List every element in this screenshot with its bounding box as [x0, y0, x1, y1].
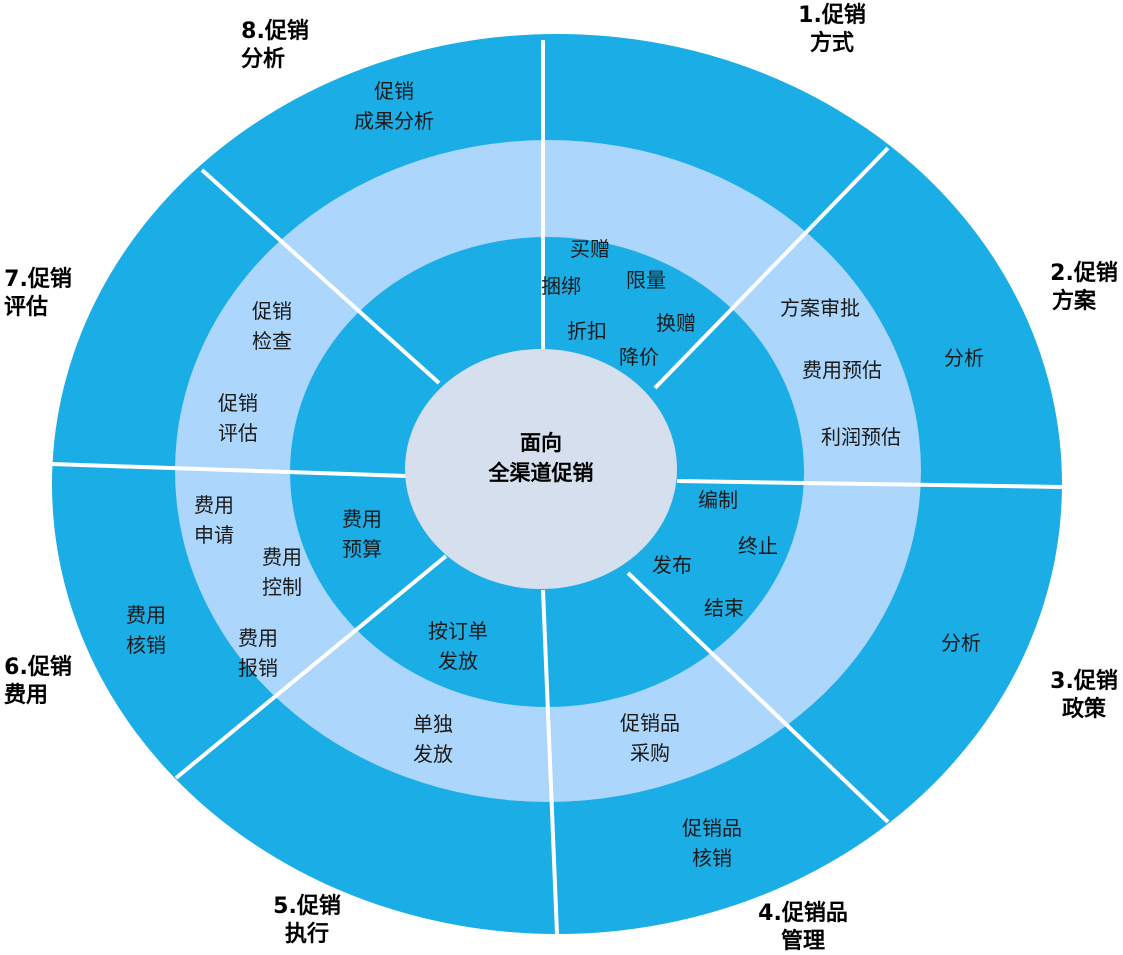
- item-fangan-shenpi: 方案审批: [780, 296, 860, 320]
- divider-1-2: [653, 146, 890, 390]
- item-feiyong-yusuan-line2: 预算: [342, 537, 382, 561]
- item-andingdan-line1: 按订单: [428, 619, 488, 643]
- item-cuxiaopin-caigou-line1: 促销品: [620, 711, 680, 735]
- item-jieshu: 结束: [704, 596, 744, 620]
- segment-label-2: 2.促销 方案: [1050, 261, 1118, 314]
- item-kunbang: 捆绑: [541, 274, 581, 298]
- divider-2-3: [676, 479, 1063, 489]
- item-feiyong-yugu: 费用预估: [802, 358, 882, 382]
- item-andingdan-line2: 发放: [438, 649, 478, 673]
- segment-label-7-line2: 评估: [4, 295, 48, 320]
- segment-label-2-line2: 方案: [1052, 288, 1097, 314]
- divider-7-8: [200, 168, 441, 385]
- segment-label-6-line1: 6.促销: [4, 655, 72, 680]
- center-title-line1: 面向: [520, 431, 562, 455]
- segment-label-4-line2: 管理: [781, 928, 825, 954]
- item-feiyong-hexiao-line1: 费用: [126, 603, 166, 627]
- segment-label-8-line2: 分析: [241, 47, 285, 72]
- segment-label-1-line1: 1.促销: [798, 3, 866, 28]
- center-disc: [405, 349, 677, 589]
- segment-label-5-line1: 5.促销: [273, 894, 341, 919]
- item-feiyong-hexiao-line2: 核销: [126, 633, 166, 657]
- center-title-line2: 全渠道促销: [488, 461, 594, 485]
- segment-label-1-line2: 方式: [810, 30, 854, 56]
- item-maizeng: 买赠: [570, 237, 610, 261]
- item-feiyong-shenqing-line1: 费用: [194, 493, 234, 517]
- item-chengguo-line1: 促销: [374, 79, 414, 103]
- item-cuxiao-jiancha-line1: 促销: [252, 299, 292, 323]
- divider-5-6: [174, 554, 448, 780]
- segment-label-5-line2: 执行: [285, 921, 329, 947]
- item-feiyong-yusuan-line1: 费用: [342, 507, 382, 531]
- item-jiangjia: 降价: [619, 345, 659, 369]
- item-feiyong-kongzhi-line1: 费用: [262, 545, 302, 569]
- divider-4-5: [541, 589, 559, 935]
- divider-3-4: [626, 571, 890, 824]
- segment-label-8-line1: 8.促销: [241, 19, 309, 44]
- segment-label-5: 5.促销 执行: [273, 894, 341, 947]
- segment-label-2-line1: 2.促销: [1050, 261, 1118, 286]
- segment-label-7-line1: 7.促销: [4, 267, 72, 292]
- item-dandu-line2: 发放: [413, 742, 453, 766]
- segment-label-6-line2: 费用: [4, 683, 48, 708]
- item-cuxiaopin-hexiao-line2: 核销: [692, 846, 732, 870]
- item-cuxiaopin-hexiao-line1: 促销品: [682, 816, 742, 840]
- item-feiyong-kongzhi-line2: 控制: [262, 575, 302, 599]
- item-zhongzhi: 终止: [738, 534, 778, 558]
- item-feiyong-baoxiao-line1: 费用: [238, 626, 278, 650]
- item-dandu-line1: 单独: [413, 712, 453, 736]
- item-zhekou: 折扣: [567, 319, 607, 343]
- segment-label-8: 8.促销 分析: [241, 19, 309, 72]
- segment-dividers: [51, 40, 1063, 935]
- segment-label-6: 6.促销 费用: [4, 655, 72, 708]
- item-huanzeng: 换赠: [656, 311, 696, 335]
- segment-label-3-line2: 政策: [1062, 696, 1107, 722]
- item-lirun-yugu: 利润预估: [821, 425, 901, 449]
- item-bianzhi: 编制: [698, 488, 738, 512]
- item-cuxiaopin-caigou-line2: 采购: [630, 741, 670, 765]
- divider-6-7: [51, 462, 408, 478]
- item-feiyong-shenqing-line2: 申请: [194, 523, 234, 547]
- item-chengguo-line2: 成果分析: [354, 109, 434, 133]
- item-cuxiao-pinggu-line2: 评估: [218, 421, 258, 445]
- item-s3-fenxi: 分析: [941, 631, 981, 655]
- item-s2-fenxi: 分析: [944, 346, 984, 370]
- segment-label-3-line1: 3.促销: [1050, 669, 1118, 694]
- segment-label-4-line1: 4.促销品: [758, 901, 848, 926]
- item-xianliang: 限量: [626, 268, 666, 292]
- segment-label-3: 3.促销 政策: [1050, 669, 1118, 722]
- segment-label-1: 1.促销 方式: [798, 3, 866, 56]
- item-cuxiao-jiancha-line2: 检查: [252, 329, 292, 353]
- item-cuxiao-pinggu-line1: 促销: [218, 391, 258, 415]
- segment-label-4: 4.促销品 管理: [758, 901, 848, 954]
- segment-label-7: 7.促销 评估: [4, 267, 72, 320]
- item-feiyong-baoxiao-line2: 报销: [238, 656, 278, 680]
- item-fabu: 发布: [652, 553, 692, 577]
